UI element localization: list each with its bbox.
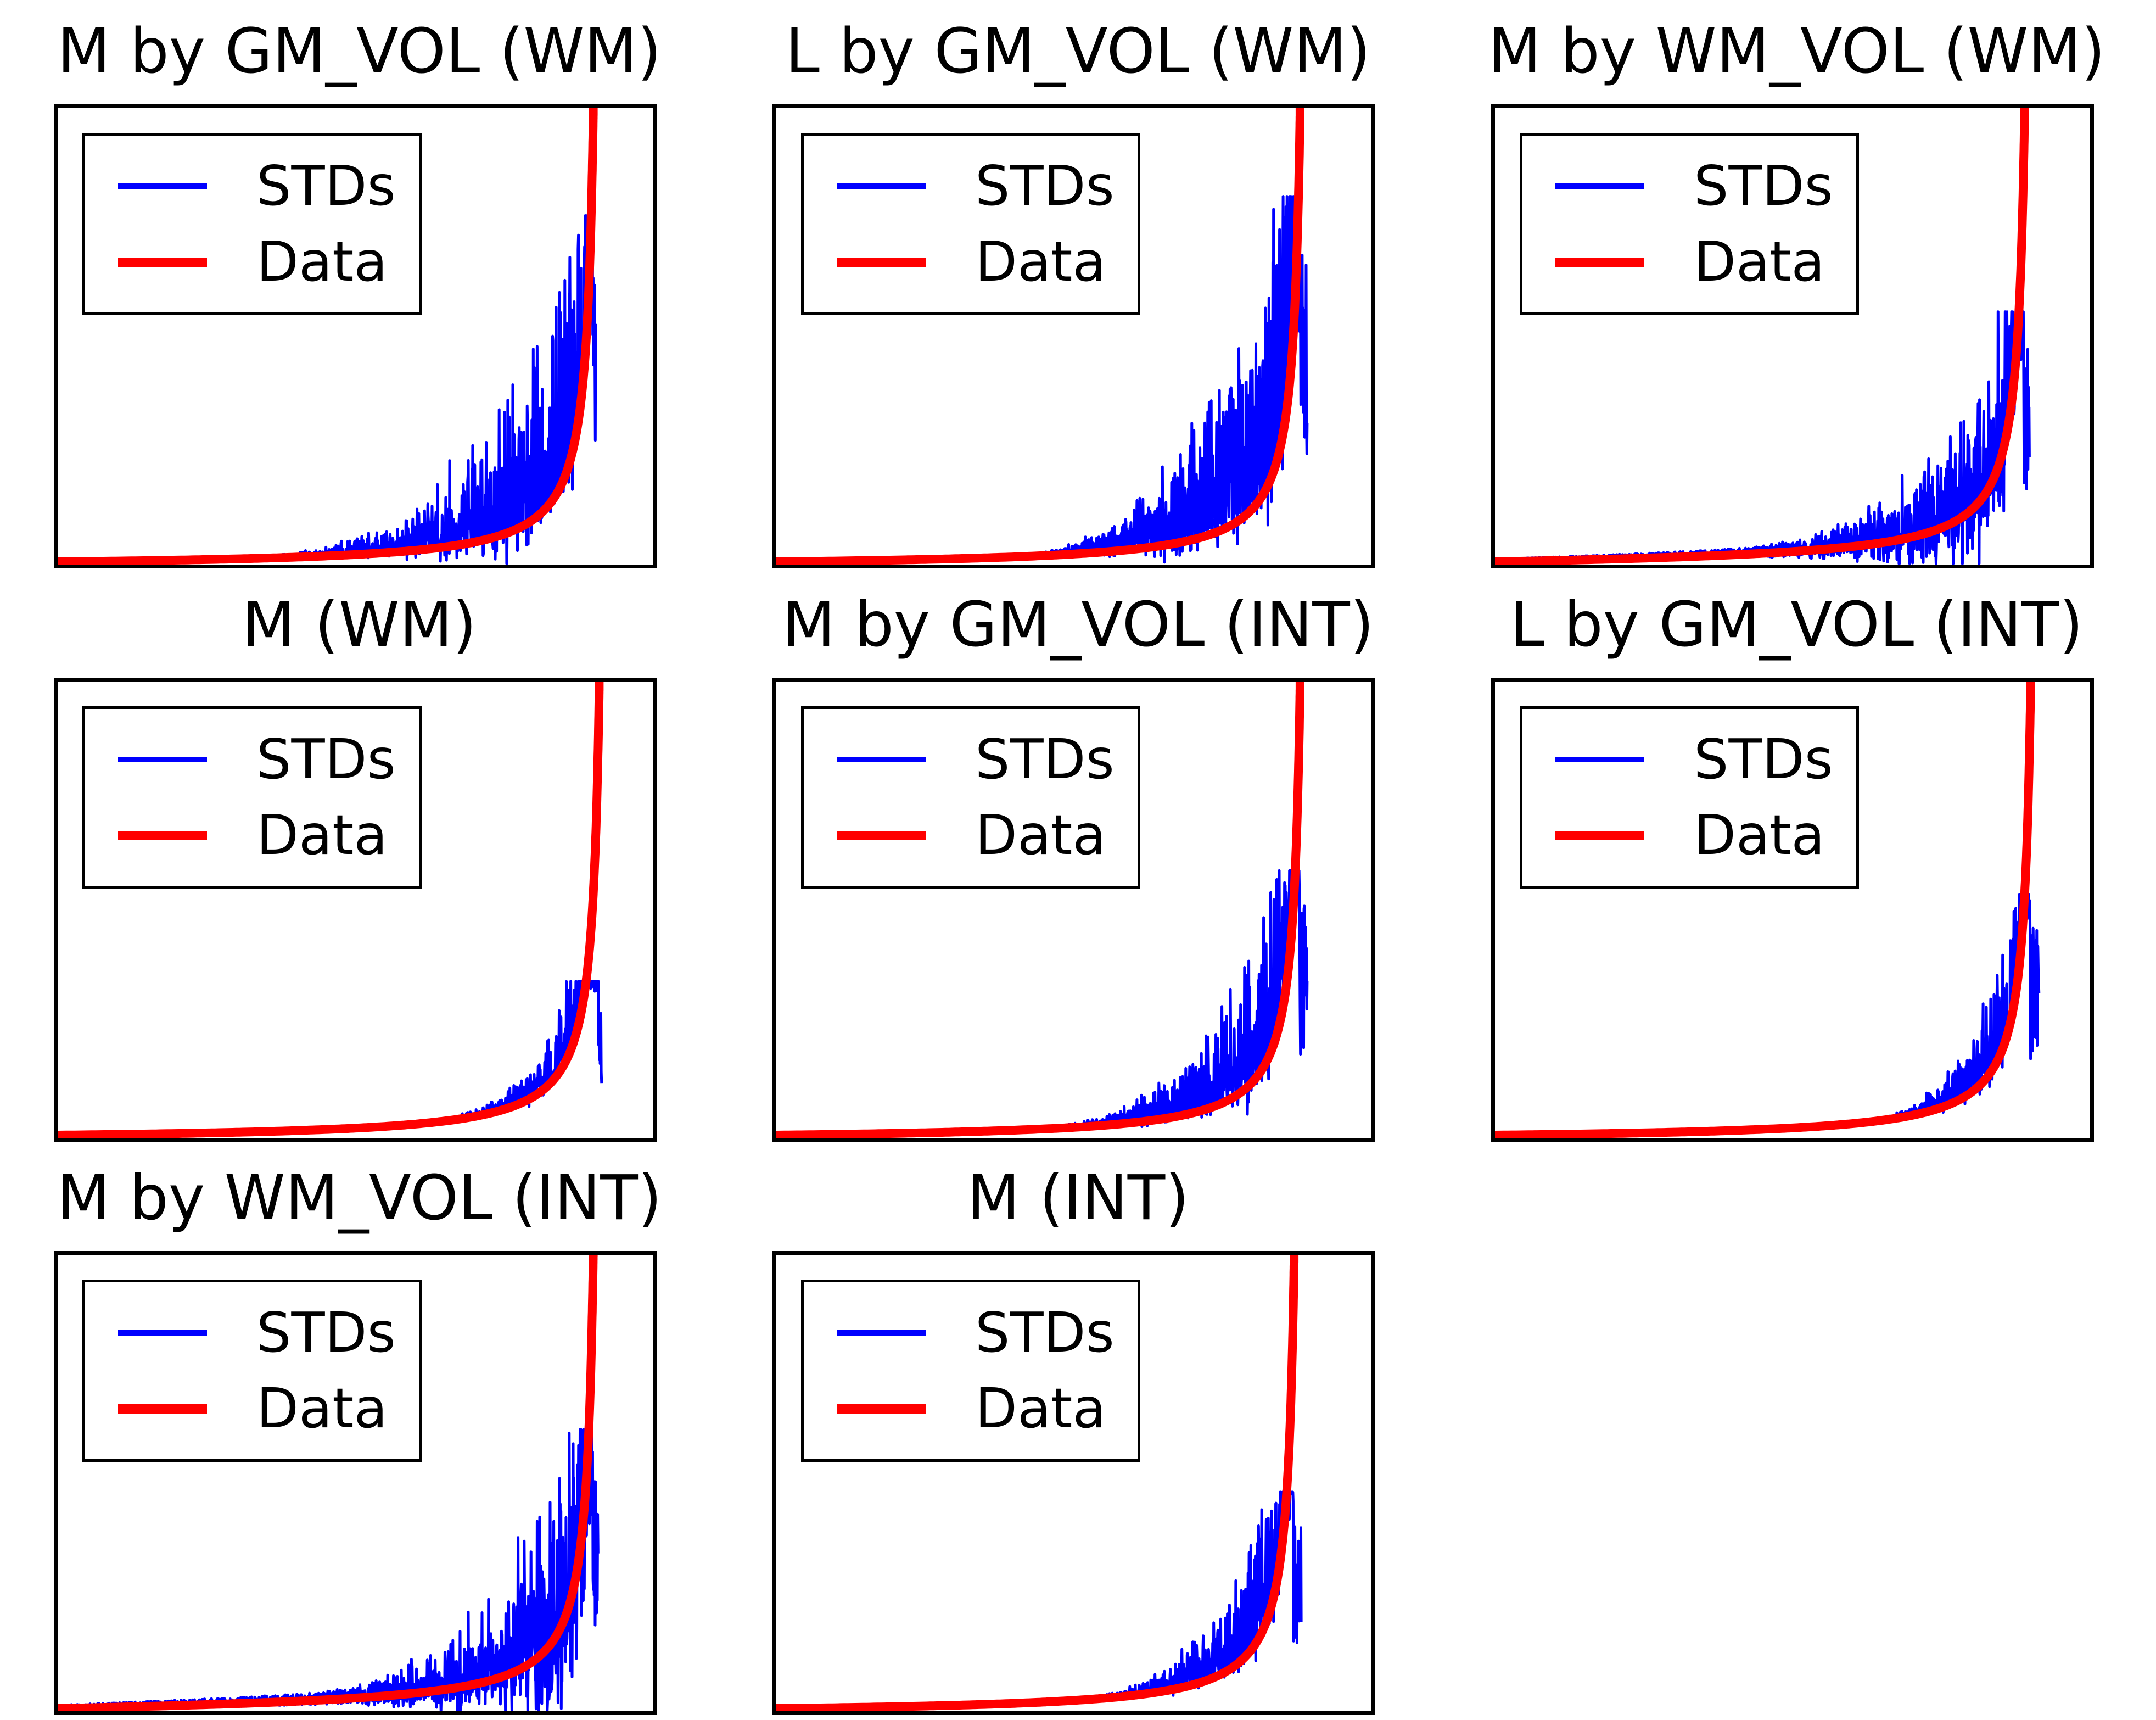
legend-row-stds: STDs [837,730,1138,789]
legend: STDs Data [1520,133,1859,315]
legend-label-data: Data [256,1376,388,1440]
curves-svg [58,682,604,1138]
curves-svg [58,108,598,565]
plot-title: M by GM_VOL (INT) [782,589,1374,661]
legend-label-stds: STDs [1694,154,1833,218]
legend-label-data: Data [1694,230,1825,294]
legend: STDs Data [1520,706,1859,889]
plot-title: M by WM_VOL (INT) [57,1163,662,1234]
subplot-m-by-wm-vol-wm: M by WM_VOL (WM) STDs Data [1437,0,2156,573]
legend-line-stds [837,757,926,762]
curves-svg [776,682,1309,1138]
legend-label-stds: STDs [256,727,396,791]
legend-row-stds: STDs [837,157,1138,216]
legend: STDs Data [82,133,422,315]
subplot-l-by-gm-vol-wm: L by GM_VOL (WM) STDs Data [719,0,1437,573]
legend-row-stds: STDs [1555,730,1856,789]
legend-row-stds: STDs [837,1303,1138,1362]
plot-area: STDs Data [54,678,657,1142]
plot-title: M (WM) [242,589,477,661]
legend-line-data [837,257,926,267]
legend-row-data: Data [1555,232,1856,292]
legend: STDs Data [801,706,1140,889]
legend-label-data: Data [1694,803,1825,867]
legend-line-data [837,1404,926,1414]
subplot-m-by-gm-vol-int: M by GM_VOL (INT) STDs Data [719,573,1437,1147]
legend-label-data: Data [975,803,1106,867]
legend: STDs Data [801,133,1140,315]
subplot-m-by-wm-vol-int: M by WM_VOL (INT) STDs Data [0,1147,719,1720]
curves-svg [776,108,1309,565]
plot-title: M by GM_VOL (WM) [57,16,662,87]
legend-line-stds [118,1330,207,1336]
plot-area: STDs Data [54,104,657,568]
legend-line-data [118,1404,207,1414]
subplot-l-by-gm-vol-int: L by GM_VOL (INT) STDs Data [1437,573,2156,1147]
legend-line-data [837,830,926,840]
legend-line-stds [118,757,207,762]
plot-area: STDs Data [772,678,1375,1142]
legend-row-stds: STDs [118,1303,419,1362]
legend-line-stds [837,183,926,189]
curves-svg [58,1255,600,1711]
plot-title: L by GM_VOL (WM) [785,16,1371,87]
legend-line-stds [1555,757,1644,762]
plot-area: STDs Data [1491,678,2094,1142]
legend-label-stds: STDs [975,727,1115,791]
legend-label-data: Data [975,1376,1106,1440]
curves-svg [1495,682,2041,1138]
legend: STDs Data [82,706,422,889]
legend-line-stds [837,1330,926,1336]
legend-label-data: Data [975,230,1106,294]
legend-row-data: Data [118,806,419,865]
subplot-m-wm: M (WM) STDs Data [0,573,719,1147]
legend-line-data [1555,257,1644,267]
legend-line-stds [1555,183,1644,189]
legend-row-data: Data [837,232,1138,292]
subplot-m-by-gm-vol-wm: M by GM_VOL (WM) STDs Data [0,0,719,573]
subplot-m-int: M (INT) STDs Data [719,1147,1437,1720]
curves-svg [776,1255,1303,1711]
legend-row-stds: STDs [118,157,419,216]
legend: STDs Data [82,1280,422,1462]
legend-label-stds: STDs [1694,727,1833,791]
legend-line-data [118,830,207,840]
legend-line-stds [118,183,207,189]
empty-panel [1437,1147,2156,1720]
plot-title: M (INT) [967,1163,1189,1234]
plot-title: M by WM_VOL (WM) [1488,16,2105,87]
plot-area: STDs Data [1491,104,2094,568]
plot-area: STDs Data [772,1251,1375,1715]
legend-label-stds: STDs [975,154,1115,218]
plot-title: L by GM_VOL (INT) [1510,589,2084,661]
legend-row-data: Data [1555,806,1856,865]
legend-row-stds: STDs [118,730,419,789]
legend-label-stds: STDs [256,1300,396,1365]
legend: STDs Data [801,1280,1140,1462]
legend-line-data [118,257,207,267]
legend-row-data: Data [118,232,419,292]
legend-row-data: Data [837,806,1138,865]
legend-label-data: Data [256,230,388,294]
legend-line-data [1555,830,1644,840]
curves-svg [1495,108,2031,565]
legend-row-data: Data [837,1379,1138,1438]
plot-area: STDs Data [772,104,1375,568]
legend-label-data: Data [256,803,388,867]
legend-label-stds: STDs [256,154,396,218]
legend-label-stds: STDs [975,1300,1115,1365]
legend-row-data: Data [118,1379,419,1438]
plot-area: STDs Data [54,1251,657,1715]
legend-row-stds: STDs [1555,157,1856,216]
